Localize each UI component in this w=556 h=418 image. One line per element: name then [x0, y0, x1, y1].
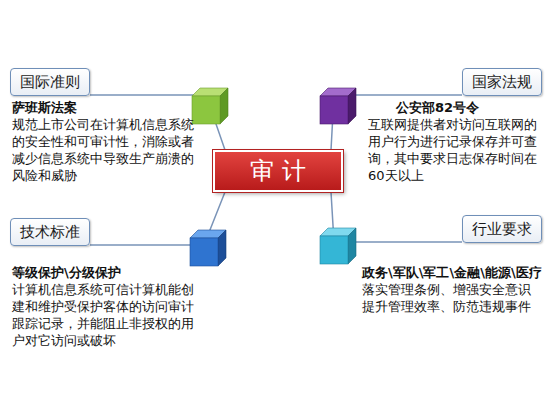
- section-heading: 政务\军队\军工\金融\能源\医疗: [362, 264, 552, 281]
- description-text: 互联网提供者对访问互联网的用户行为进行记录保存并可查询，其中要求日志保存时间在6…: [368, 116, 546, 184]
- node-text: 审计: [250, 155, 314, 187]
- blue-cube: [190, 230, 226, 266]
- category-box: 国家法规: [462, 68, 542, 96]
- green-cube: [192, 88, 228, 124]
- center-box: 审计: [213, 150, 343, 192]
- description-text: 落实管理条例、增强安全意识 提升管理效率、防范违规事件: [362, 281, 542, 315]
- category-box: 行业要求: [462, 215, 542, 243]
- connector-line: [90, 192, 225, 245]
- purple-cube: [320, 88, 356, 124]
- node-text: 行业要求: [472, 220, 532, 238]
- cyan-cube: [320, 228, 356, 264]
- section-heading: 公安部82号令: [396, 99, 546, 116]
- category-box: 国际准则: [10, 68, 90, 96]
- section-heading: 等级保护\分级保护: [12, 264, 212, 281]
- description-text: 规范上市公司在计算机信息系统的安全性和可审计性，消除或者减少信息系统中导致生产崩…: [12, 116, 202, 184]
- section-heading: 萨班斯法案: [12, 99, 202, 116]
- category-box: 技术标准: [10, 218, 90, 246]
- description-text: 计算机信息系统可信计算机能创建和维护受保护客体的访问审计跟踪记录，并能阻止非授权…: [12, 281, 202, 349]
- node-text: 技术标准: [20, 223, 80, 241]
- node-text: 国家法规: [472, 73, 532, 91]
- node-text: 国际准则: [20, 73, 80, 91]
